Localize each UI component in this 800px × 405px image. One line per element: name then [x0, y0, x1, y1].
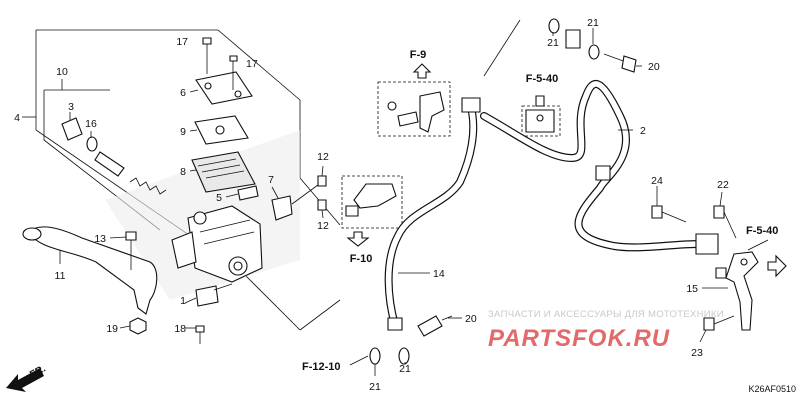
- callout-17-right: 17: [246, 58, 258, 70]
- washer-21-right: [588, 44, 600, 60]
- callout-22: 22: [717, 179, 729, 191]
- callout-17-left: 17: [176, 36, 188, 48]
- ref-f1210: F-12-10: [302, 361, 341, 373]
- screw-18: [195, 325, 205, 344]
- callout-19: 19: [106, 323, 118, 335]
- callout-6: 6: [180, 87, 186, 99]
- bolt-22: [713, 205, 737, 239]
- callout-13: 13: [94, 233, 106, 245]
- callout-14: 14: [433, 268, 445, 280]
- screw-17b: [229, 55, 238, 90]
- callout-21-bottom-left: 21: [369, 381, 381, 393]
- ref-f10: F-10: [350, 253, 373, 265]
- direction-label: FR.: [28, 363, 48, 380]
- ref-box-f9: [377, 63, 451, 137]
- callout-2: 2: [640, 125, 646, 137]
- diagram-code: K26AF0510: [748, 384, 796, 394]
- callout-24: 24: [651, 175, 663, 187]
- callout-21-top-left: 21: [547, 37, 559, 49]
- ref-box-f10: [341, 175, 403, 247]
- master-cylinder-frame: [35, 29, 341, 331]
- callout-10: 10: [56, 66, 68, 78]
- ref-box-f540: [521, 95, 561, 137]
- callout-11: 11: [55, 270, 66, 282]
- bolt-24: [651, 205, 687, 223]
- leader-lines: [22, 19, 769, 376]
- ref-f540-right: F-5-40: [746, 225, 778, 237]
- bracket-15: [715, 251, 759, 331]
- washer-21-top: [548, 18, 560, 34]
- bolt-20-bottom: [417, 315, 453, 337]
- callout-4: 4: [14, 112, 20, 124]
- callout-18: 18: [174, 323, 186, 335]
- callout-21-top-right: 21: [587, 17, 599, 29]
- reference-labels: F-9 F-5-40 F-5-40 F-10 F-12-10: [302, 49, 787, 373]
- callout-20-bottom: 20: [465, 313, 477, 325]
- diaphragm-8: [191, 151, 256, 193]
- callout-7: 7: [268, 174, 274, 186]
- watermark-text: ЗАПЧАСТИ И АКСЕССУАРЫ ДЛЯ МОТОТЕХНИКИ: [488, 309, 724, 320]
- callout-20-top: 20: [648, 61, 660, 73]
- callout-9: 9: [180, 126, 186, 138]
- callout-1: 1: [180, 295, 186, 307]
- brake-hose-2: [480, 29, 719, 255]
- washer-21-bottom-left: [369, 347, 381, 365]
- washer-21-bottom-right: [398, 347, 410, 365]
- ref-f540-top: F-5-40: [526, 73, 558, 85]
- watermark: ЗАПЧАСТИ И АКСЕССУАРЫ ДЛЯ МОТОТЕХНИКИ PA…: [488, 309, 724, 352]
- bolt-20-top: [603, 53, 637, 73]
- piston-kit-10: [61, 117, 167, 195]
- reservoir-cap-6: [195, 71, 253, 105]
- switch-5: [237, 185, 259, 201]
- bolt-23: [703, 315, 735, 331]
- holder-7: [271, 175, 327, 221]
- master-cylinder-body: [171, 205, 263, 283]
- callout-15: 15: [686, 283, 698, 295]
- callout-16: 16: [85, 118, 97, 130]
- front-direction-arrow: FR.: [6, 363, 48, 392]
- front-stop-switch-1: [195, 283, 233, 307]
- watermark-logo: PARTSFOK.RU: [488, 325, 670, 352]
- callout-23: 23: [691, 347, 703, 359]
- callout-8: 8: [180, 166, 186, 178]
- brake-hose-14: [384, 97, 481, 331]
- screw-17a: [202, 37, 212, 74]
- ref-f9: F-9: [410, 49, 427, 61]
- callout-12-upper: 12: [317, 151, 329, 163]
- callout-5: 5: [216, 192, 222, 204]
- callout-3: 3: [68, 101, 74, 113]
- cap-plate-9: [194, 115, 249, 145]
- callout-12-lower: 12: [317, 220, 329, 232]
- lever-11: [22, 226, 158, 315]
- callout-21-bottom-right: 21: [399, 363, 411, 375]
- nut-19: [129, 317, 147, 335]
- callout-labels: 1 2 3 4 5 6 7 8 9 10 11 12 12 13 14 15 1…: [14, 17, 729, 393]
